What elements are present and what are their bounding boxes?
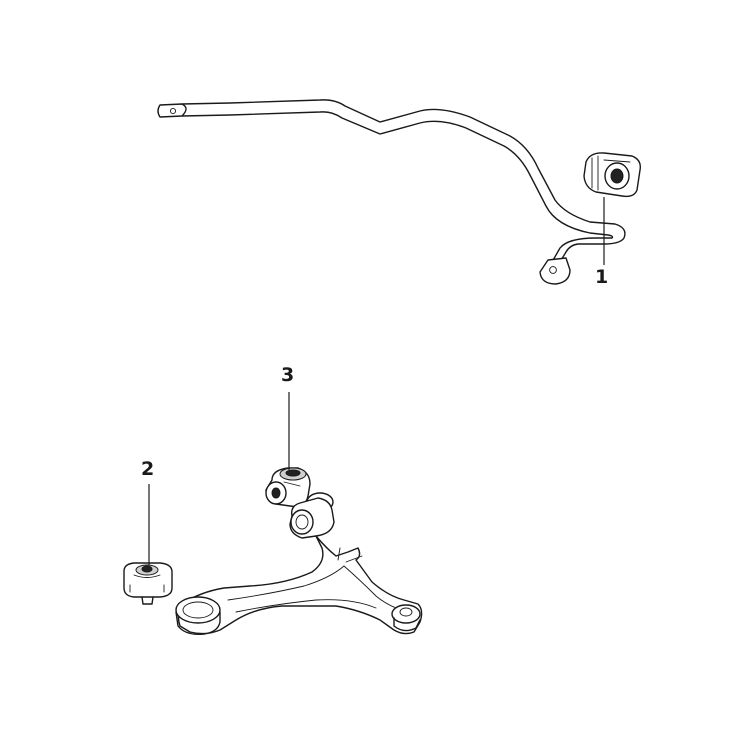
callout-label-3: 3	[281, 364, 295, 386]
callout-label-1: 1	[595, 266, 609, 288]
lower-control-arm	[175, 492, 423, 636]
stabilizer-bar	[157, 99, 626, 285]
stabilizer-bushing	[583, 152, 642, 198]
control-arm-rear-bushing	[123, 562, 173, 605]
control-arm-front-bushing	[265, 467, 311, 507]
callout-label-2: 2	[141, 458, 155, 480]
